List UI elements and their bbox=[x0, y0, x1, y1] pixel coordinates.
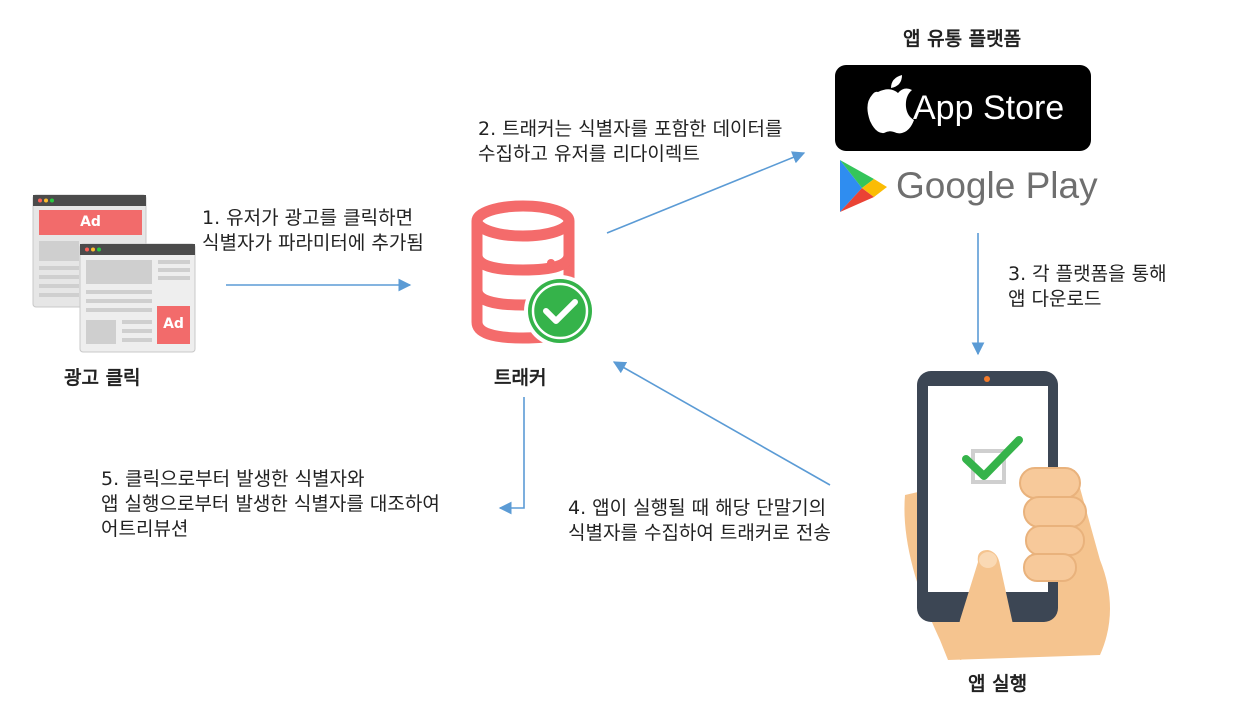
label-tracker: 트래커 bbox=[494, 366, 546, 391]
label-platform: 앱 유통 플랫폼 bbox=[903, 27, 1021, 52]
step-4-line-1: 4. 앱이 실행될 때 해당 단말기의 bbox=[568, 496, 831, 521]
step-4-line-2: 식별자를 수집하여 트래커로 전송 bbox=[568, 521, 831, 546]
step-2-text: 2. 트래커는 식별자를 포함한 데이터를 수집하고 유저를 리다이렉트 bbox=[478, 117, 783, 167]
step-3-line-2: 앱 다운로드 bbox=[1008, 287, 1167, 312]
label-app-run: 앱 실행 bbox=[968, 672, 1027, 697]
step-3-line-1: 3. 각 플랫폼을 통해 bbox=[1008, 262, 1167, 287]
step-1-line-1: 1. 유저가 광고를 클릭하면 bbox=[202, 206, 424, 231]
step-5-line-3: 어트리뷰션 bbox=[101, 517, 440, 542]
step-2-line-2: 수집하고 유저를 리다이렉트 bbox=[478, 142, 783, 167]
label-ad-click: 광고 클릭 bbox=[64, 366, 141, 391]
step-5-line-1: 5. 클릭으로부터 발생한 식별자와 bbox=[101, 467, 440, 492]
step-3-text: 3. 각 플랫폼을 통해 앱 다운로드 bbox=[1008, 262, 1167, 312]
step-1-line-2: 식별자가 파라미터에 추가됨 bbox=[202, 231, 424, 256]
step-5-line-2: 앱 실행으로부터 발생한 식별자를 대조하여 bbox=[101, 492, 440, 517]
step-1-text: 1. 유저가 광고를 클릭하면 식별자가 파라미터에 추가됨 bbox=[202, 206, 424, 256]
step-4-text: 4. 앱이 실행될 때 해당 단말기의 식별자를 수집하여 트래커로 전송 bbox=[568, 496, 831, 546]
step-2-line-1: 2. 트래커는 식별자를 포함한 데이터를 bbox=[478, 117, 783, 142]
step-5-text: 5. 클릭으로부터 발생한 식별자와 앱 실행으로부터 발생한 식별자를 대조하… bbox=[101, 467, 440, 542]
